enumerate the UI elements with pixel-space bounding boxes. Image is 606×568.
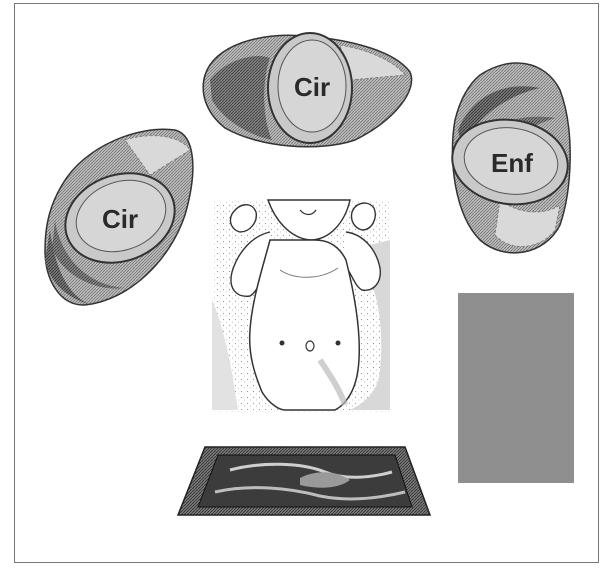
top-pad-label: Cir — [294, 72, 330, 102]
right-electrode-pad: Enf — [447, 63, 574, 253]
right-pad-label: Enf — [491, 148, 533, 178]
gel-tray-icon — [178, 447, 430, 515]
top-electrode-pad: Cir — [203, 33, 411, 147]
infant-torso-illustration — [212, 200, 390, 412]
gray-placeholder-block — [458, 293, 574, 483]
left-pad-label: Cir — [102, 204, 138, 234]
left-electrode-pad: Cir — [45, 129, 193, 306]
